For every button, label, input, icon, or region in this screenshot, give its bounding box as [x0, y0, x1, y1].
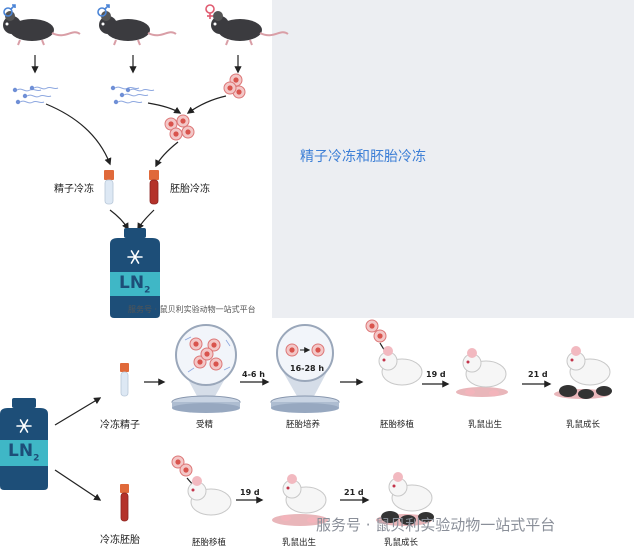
embryo-culture-magnifier-icon: [270, 324, 340, 413]
ln2-tank-icon-bottom: [0, 398, 48, 490]
pups-born-icon-1: [456, 347, 508, 397]
pups-grow-label-1: 乳鼠成长: [566, 420, 601, 430]
frozen-embryo-tube-icon: [120, 484, 129, 522]
embryo-transfer-icon-1: [365, 319, 423, 386]
sperm-freeze-label: 精子冷冻: [54, 184, 94, 195]
embryo-icon-1: [223, 73, 246, 99]
embryo-tube-icon: [149, 170, 159, 205]
embryo-transfer-label-1: 胚胎移植: [380, 420, 415, 430]
wait-time-label: 4-6 h: [242, 370, 265, 379]
male-mouse-icon-1: [2, 10, 81, 46]
ln2-label-bottom: LN2: [8, 441, 40, 464]
sperm-tube-icon: [104, 170, 114, 205]
diagram-title: 精子冷冻和胚胎冷冻: [300, 149, 426, 165]
day21-label-1: 21 d: [528, 370, 548, 379]
sperm-icon-1: [12, 85, 59, 105]
pups-grow-icon-1: [554, 345, 612, 399]
day21-label-2: 21 d: [344, 488, 364, 497]
pups-born-icon-2: [272, 473, 328, 526]
female-mouse-icon: [210, 10, 289, 46]
watermark-top: 服务号 · 鼠贝利实验动物一站式平台: [128, 305, 256, 314]
day19-label-1: 19 d: [426, 370, 446, 379]
male-mouse-icon-2: [98, 10, 177, 46]
pups-grow-label-2: 乳鼠成长: [384, 538, 419, 548]
ln2-label-top: LN2: [119, 273, 151, 296]
embryo-transfer-label-2: 胚胎移植: [192, 538, 227, 548]
fertilization-magnifier-icon: [171, 324, 241, 413]
embryo-culture-label: 胚胎培养: [286, 420, 321, 430]
embryo-icon-2: [164, 114, 195, 141]
watermark-bottom: 服务号 · 鼠贝利实验动物一站式平台: [316, 516, 556, 534]
frozen-sperm-tube-icon: [120, 363, 129, 397]
title-panel: 精子冷冻和胚胎冷冻: [272, 0, 634, 318]
fertilization-label: 受精: [196, 420, 214, 430]
embryo-freeze-label: 胚胎冷冻: [170, 184, 210, 195]
day19-label-2: 19 d: [240, 488, 260, 497]
ln2-tank-icon-top: [110, 228, 160, 318]
frozen-sperm-label: 冷冻精子: [100, 420, 140, 431]
pups-grow-icon-2: [376, 471, 434, 526]
sperm-icon-2: [110, 85, 155, 105]
frozen-embryo-label: 冷冻胚胎: [100, 535, 140, 546]
pups-born-label-1: 乳鼠出生: [468, 420, 503, 430]
pups-born-label-2: 乳鼠出生: [282, 538, 317, 548]
male-symbol-icon: [3, 4, 110, 17]
female-symbol-icon: [205, 4, 215, 19]
culture-time-label: 16-28 h: [290, 364, 325, 373]
embryo-transfer-icon-2: [171, 455, 232, 516]
